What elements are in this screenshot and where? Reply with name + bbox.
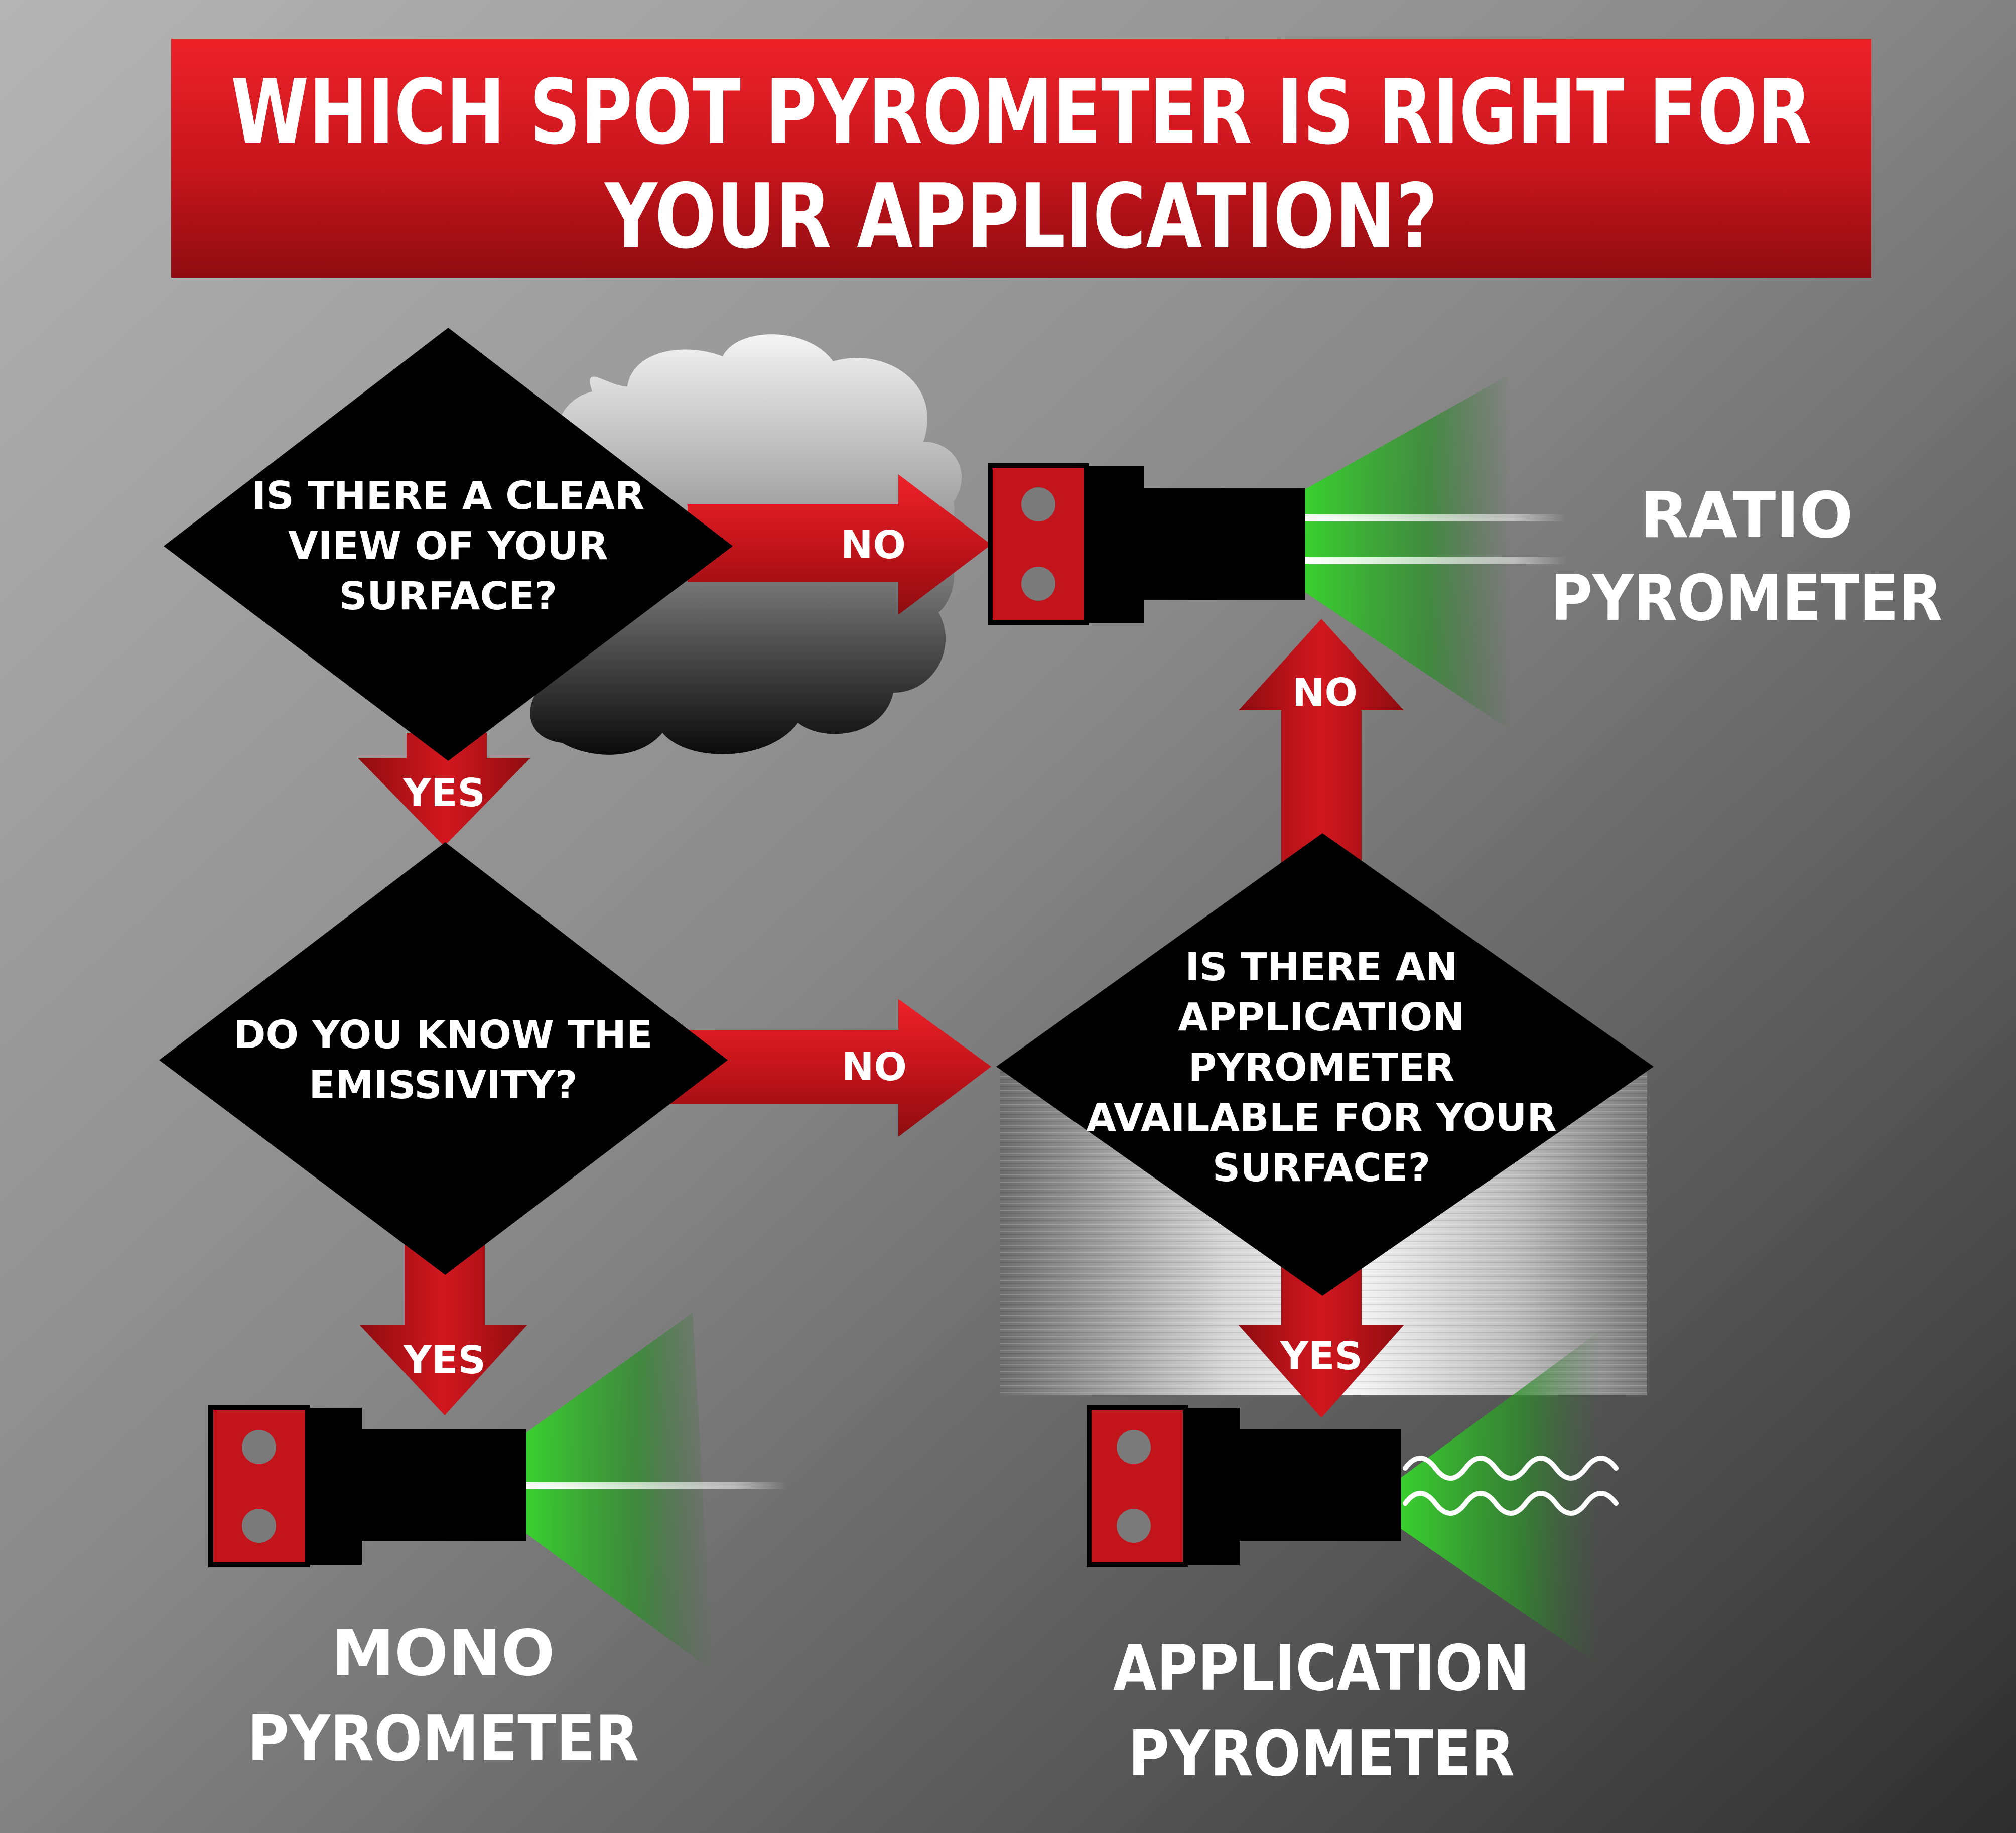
decision-application: IS THERE AN APPLICATION PYROMETER AVAILA… bbox=[996, 833, 1654, 1296]
heat-wave-icon bbox=[1403, 1456, 1619, 1516]
decision-clear-view: IS THERE A CLEAR VIEW OF YOUR SURFACE? bbox=[164, 328, 733, 761]
arrow-clear-view-yes: YES bbox=[358, 733, 530, 846]
result-mono: MONO PYROMETER bbox=[247, 1616, 639, 1775]
arrow-label-yes: YES bbox=[1280, 1334, 1363, 1379]
result-ratio-line-2: PYROMETER bbox=[1551, 561, 1942, 635]
result-mono-line-2: PYROMETER bbox=[247, 1701, 639, 1775]
arrow-application-no: NO bbox=[1239, 619, 1404, 863]
result-ratio: RATIO PYROMETER bbox=[1551, 478, 1942, 635]
title-banner: WHICH SPOT PYROMETER IS RIGHT FOR YOUR A… bbox=[171, 39, 1871, 278]
arrow-emissivity-no: NO bbox=[667, 999, 991, 1137]
result-mono-line-1: MONO bbox=[331, 1616, 555, 1690]
result-application-line-1: APPLICATION bbox=[1113, 1631, 1530, 1705]
question-line: IS THERE A CLEAR bbox=[252, 474, 645, 518]
pyrometer-icon-application bbox=[1087, 1330, 1619, 1666]
arrow-label-yes: YES bbox=[402, 771, 485, 816]
arrow-label-no: NO bbox=[842, 1045, 907, 1090]
result-application: APPLICATION PYROMETER bbox=[1113, 1631, 1530, 1790]
title-line-2: YOUR APPLICATION? bbox=[604, 165, 1438, 269]
arrow-label-no: NO bbox=[1292, 671, 1358, 715]
arrow-label-no: NO bbox=[841, 523, 906, 568]
pyrometer-icon-mono bbox=[208, 1313, 787, 1671]
pyrometer-icon-ratio bbox=[988, 374, 1566, 730]
arrow-emissivity-yes: YES bbox=[360, 1245, 527, 1415]
decision-emissivity: DO YOU KNOW THE EMISSIVITY? bbox=[159, 842, 728, 1275]
question-line: SURFACE? bbox=[339, 574, 557, 619]
arrow-application-yes: YES bbox=[1239, 1240, 1404, 1418]
question-line: DO YOU KNOW THE bbox=[234, 1013, 653, 1058]
question-line: EMISSIVITY? bbox=[309, 1063, 577, 1108]
arrow-clear-view-no: NO bbox=[688, 474, 991, 615]
question-line: APPLICATION bbox=[1178, 995, 1464, 1040]
question-line: VIEW OF YOUR bbox=[288, 524, 608, 569]
result-application-line-2: PYROMETER bbox=[1128, 1717, 1515, 1790]
question-line: IS THERE AN bbox=[1185, 945, 1457, 990]
result-ratio-line-1: RATIO bbox=[1640, 478, 1853, 552]
arrow-label-yes: YES bbox=[403, 1338, 486, 1383]
question-line: PYROMETER bbox=[1188, 1045, 1455, 1090]
question-line: SURFACE? bbox=[1213, 1146, 1430, 1191]
title-line-1: WHICH SPOT PYROMETER IS RIGHT FOR bbox=[231, 60, 1812, 164]
question-line: AVAILABLE FOR YOUR bbox=[1086, 1096, 1556, 1140]
